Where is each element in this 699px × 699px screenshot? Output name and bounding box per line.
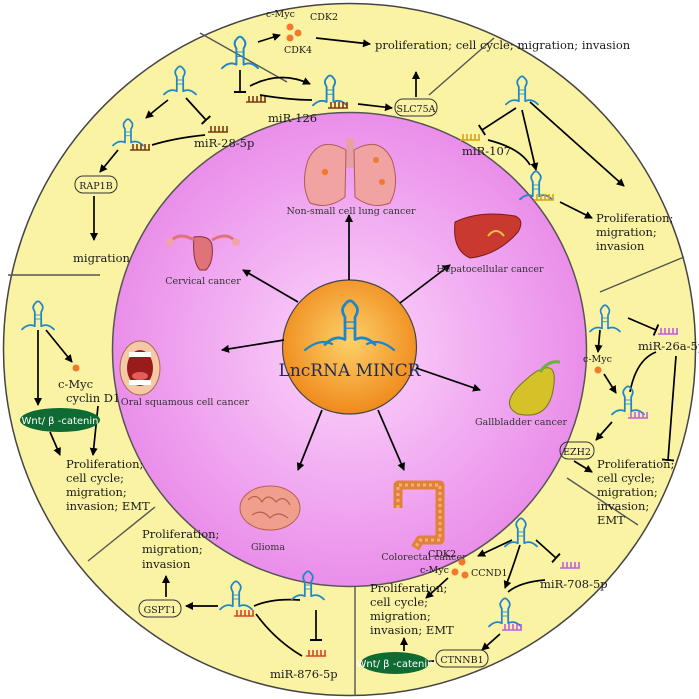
gb-outcome-5: EMT xyxy=(597,513,625,527)
sector-separators xyxy=(8,32,685,696)
colorectal-cmyc: c-Myc xyxy=(420,565,449,576)
gb-outcome-1: Proliferation; xyxy=(597,457,674,471)
glioma-outcome-1: Proliferation; xyxy=(142,527,219,541)
glioma-gene: GSPT1 xyxy=(144,605,177,616)
crc-outcome-1: Proliferation; xyxy=(370,581,447,595)
colorectal-panel: CDK2 c-Myc CCND1 miR-708-5p Proliferatio… xyxy=(356,517,608,674)
nsclc-gene: SLC75A xyxy=(396,104,435,115)
colorectal-gene: CTNNB1 xyxy=(440,655,483,666)
label-hcc: Hepatocellular cancer xyxy=(436,264,544,275)
crc-outcome-4: invasion; EMT xyxy=(370,623,454,637)
label-colorectal: Colorectal cancer xyxy=(381,552,467,563)
ctnnb1-box xyxy=(435,649,489,668)
oral-outcome-2: cell cycle; xyxy=(66,471,124,485)
oral-panel: c-Myc cyclin D1 Wnt/ β -catenin Prolifer… xyxy=(20,300,150,513)
hcc-panel: miR-107 Proliferation; migration; invasi… xyxy=(459,75,673,253)
liver-icon xyxy=(454,213,522,259)
gb-outcome-2: cell cycle; xyxy=(597,471,655,485)
crc-outcome-2: cell cycle; xyxy=(370,595,428,609)
label-cervical: Cervical cancer xyxy=(165,276,241,287)
colorectal-cdk2: CDK2 xyxy=(428,549,456,560)
nsclc-panel: c-Myc CDK2 CDK4 proliferation; cell cycl… xyxy=(221,9,631,125)
nsclc-outcome: proliferation; cell cycle; migration; in… xyxy=(375,38,631,52)
slc75a-box xyxy=(394,98,438,117)
oral-cmyc-dot xyxy=(72,364,80,372)
cdk4-dot xyxy=(286,34,294,42)
hcc-outcome-1: Proliferation; xyxy=(596,211,673,225)
colon-icon xyxy=(393,480,445,551)
cmyc-dot xyxy=(286,23,294,31)
oral-outcome-1: Proliferation; xyxy=(66,457,143,471)
cdk2-dot xyxy=(294,29,302,37)
label-oral: Oral squamous cell cancer xyxy=(121,397,250,408)
oral-wnt-box xyxy=(20,408,100,432)
center-rna-line xyxy=(303,340,396,352)
gallbladder-gene: EZH2 xyxy=(563,447,591,458)
gallbladder-icon xyxy=(509,360,561,416)
oral-pathway: Wnt/ β -catenin xyxy=(21,416,98,427)
spoke-arrows xyxy=(221,214,481,471)
glioma-panel: Proliferation; migration; invasion GSPT1… xyxy=(138,527,338,681)
gallbladder-cmyc: c-Myc xyxy=(583,354,612,365)
gb-outcome-4: invasion; xyxy=(597,499,649,513)
mouth-icon xyxy=(119,340,161,396)
oral-cmyc: c-Myc xyxy=(58,377,93,391)
nsclc-mirna: miR-126 xyxy=(268,111,317,125)
gb-outcome-3: migration; xyxy=(597,485,658,499)
nsclc-cdk4: CDK4 xyxy=(284,45,312,56)
brain-icon xyxy=(239,485,301,531)
cervical-gene: RAP1B xyxy=(79,181,112,192)
oral-outcome-3: migration; xyxy=(66,485,127,499)
crc-cmyc-dot xyxy=(451,568,459,576)
cervical-mirna: miR-28-5p xyxy=(194,136,254,150)
crc-outcome-3: migration; xyxy=(370,609,431,623)
glioma-outcome-2: migration; xyxy=(142,542,203,556)
label-nsclc: Non-small cell lung cancer xyxy=(286,206,415,217)
colorectal-pathway: Wnt/ β -catenin xyxy=(356,659,433,670)
crc-ccnd1-dot xyxy=(461,571,469,579)
colorectal-ccnd1: CCND1 xyxy=(471,568,508,579)
colorectal-mirna: miR-708-5p xyxy=(540,577,608,591)
gallbladder-mirna: miR-26a-5p xyxy=(638,339,699,353)
gb-cmyc-dot xyxy=(594,366,602,374)
hcc-mirna: miR-107 xyxy=(462,144,511,158)
ezh2-box xyxy=(559,441,595,460)
hcc-outcome-2: migration; xyxy=(596,225,657,239)
glioma-mirna: miR-876-5p xyxy=(270,667,338,681)
cervical-outcome: migration xyxy=(73,251,131,265)
rap1b-box xyxy=(74,175,118,194)
label-glioma: Glioma xyxy=(251,542,285,553)
crc-wnt-box xyxy=(361,652,429,674)
label-gallbladder: Gallbladder cancer xyxy=(475,417,568,428)
glioma-outcome-3: invasion xyxy=(142,557,191,571)
hcc-outcome-3: invasion xyxy=(596,239,645,253)
gallbladder-panel: miR-26a-5p c-Myc EZH2 Proliferation; cel… xyxy=(559,304,699,527)
center-label: LncRNA MINCR xyxy=(279,361,422,381)
gspt1-box xyxy=(138,599,182,618)
uterus-icon xyxy=(166,234,240,271)
crc-cdk2-dot xyxy=(458,558,466,566)
nsclc-cmyc: c-Myc xyxy=(266,9,295,20)
cervical-panel: miR-28-5p RAP1B migration xyxy=(73,65,254,265)
oral-outcome-4: invasion; EMT xyxy=(66,499,150,513)
nsclc-cdk2: CDK2 xyxy=(310,12,338,23)
lung-icon xyxy=(304,138,396,206)
oral-cyclin: cyclin D1 xyxy=(66,391,120,405)
